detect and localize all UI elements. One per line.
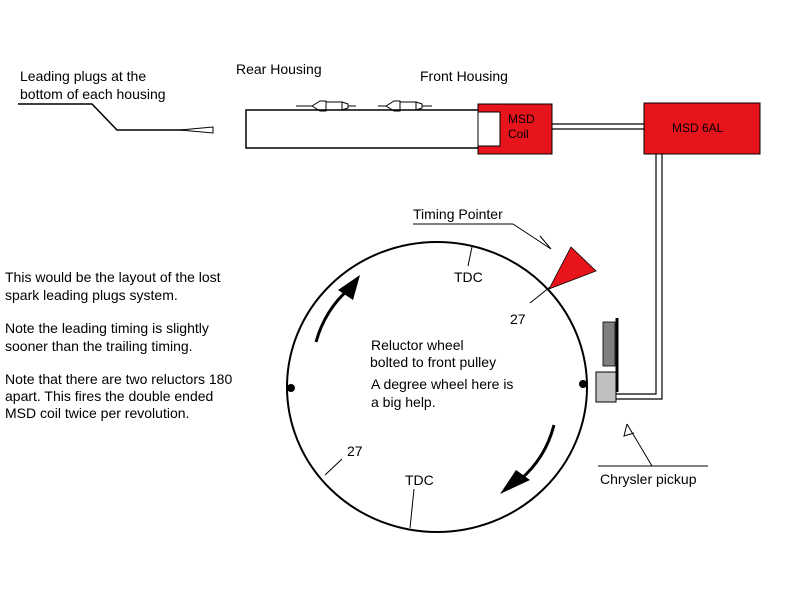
- leading-plugs-leader-line: [18, 103, 213, 131]
- deg-27-top-mark: [529, 286, 551, 304]
- deg-27-top-label: 27: [510, 311, 526, 327]
- reluctor-label-line2: bolted to front pulley: [370, 354, 496, 370]
- plug-wire-loop: [245, 109, 500, 149]
- tdc-bottom-label: TDC: [405, 472, 434, 488]
- pickup-leader-arrowhead: [623, 423, 635, 437]
- timing-pointer-icon: [548, 246, 597, 290]
- pickup-wire-inner: [614, 154, 663, 400]
- chrysler-pickup-icon: [595, 371, 617, 403]
- pickup-magnet: [602, 321, 616, 367]
- leading-plugs-label-line1: Leading plugs at the: [20, 68, 146, 84]
- leading-plugs-arrowhead: [179, 126, 214, 134]
- reluctor-tip-left: [287, 384, 295, 392]
- msd-coil-label-line2: Coil: [508, 127, 529, 141]
- deg-27-bottom-label: 27: [347, 443, 363, 459]
- leading-plugs-label-line2: bottom of each housing: [20, 86, 166, 102]
- degree-wheel-note-line2: a big help.: [371, 394, 436, 410]
- rear-housing-label: Rear Housing: [236, 61, 322, 77]
- msd-6al-label: MSD 6AL: [672, 121, 724, 135]
- note-line-6: apart. This fires the double ended: [5, 388, 213, 404]
- timing-pointer-leader: [512, 223, 552, 250]
- note-line-2: spark leading plugs system.: [5, 287, 178, 303]
- tdc-bottom-mark: [409, 488, 415, 529]
- deg-27-bottom-mark: [324, 458, 343, 476]
- degree-wheel-note-line1: A degree wheel here is: [371, 376, 513, 392]
- reluctor-label-line1: Reluctor wheel: [371, 337, 464, 353]
- reluctor-wheel-circle: [286, 241, 588, 533]
- rotation-arrow-lower-icon: [500, 424, 556, 494]
- msd-6al-box: [643, 102, 761, 155]
- front-housing-label: Front Housing: [420, 68, 508, 84]
- note-line-5: Note that there are two reluctors 180: [5, 371, 232, 387]
- tdc-top-mark: [467, 246, 473, 267]
- note-line-3: Note the leading timing is slightly: [5, 320, 209, 336]
- pickup-leader-line: [626, 423, 653, 467]
- rotation-arrow-upper-icon: [314, 275, 360, 343]
- note-line-1: This would be the layout of the lost: [5, 269, 221, 285]
- tdc-top-label: TDC: [454, 269, 483, 285]
- chrysler-pickup-label: Chrysler pickup: [600, 471, 697, 487]
- pickup-wire-outer: [614, 154, 657, 395]
- msd-coil-notch: [477, 111, 501, 147]
- note-line-4: sooner than the trailing timing.: [5, 338, 193, 354]
- reluctor-tip-right: [579, 380, 587, 388]
- msd-coil-label-line1: MSD: [508, 112, 535, 126]
- note-line-7: MSD coil twice per revolution.: [5, 405, 189, 421]
- timing-pointer-label: Timing Pointer: [413, 206, 503, 222]
